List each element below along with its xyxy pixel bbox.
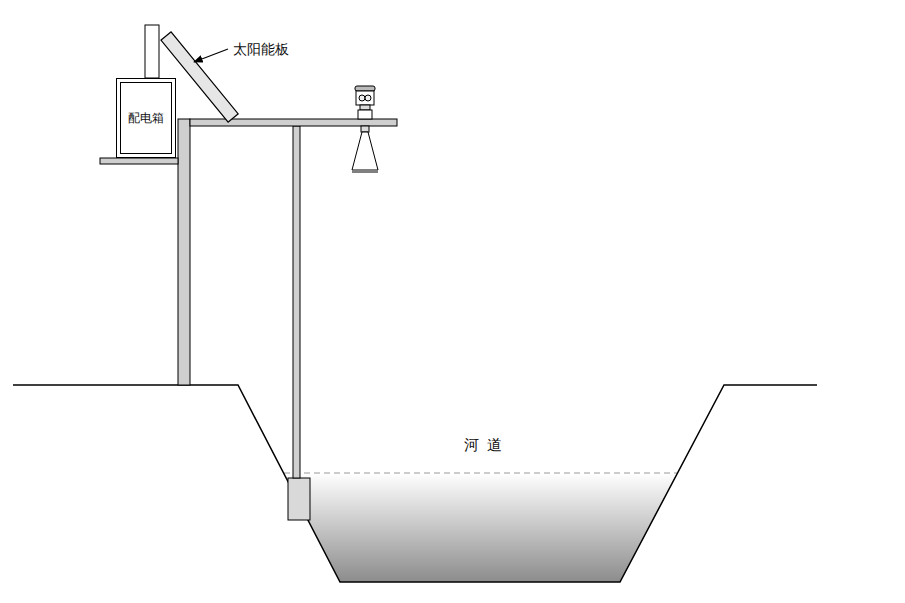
pole-foot	[288, 478, 310, 520]
channel-profile	[13, 385, 817, 582]
solar-mast	[145, 25, 159, 78]
box-shelf	[100, 158, 178, 164]
radar-level-sensor	[352, 86, 378, 172]
river-label: 河道	[464, 436, 510, 455]
solar-panel-label: 太阳能板	[233, 41, 289, 59]
main-pole	[178, 119, 190, 385]
cross-arm	[190, 119, 397, 126]
power-box-frame: 配电箱	[120, 82, 172, 154]
support-pole	[293, 126, 300, 478]
box-label: 配电箱	[128, 110, 164, 127]
river-water	[284, 473, 678, 582]
leader-line	[194, 49, 228, 62]
power-box: 配电箱	[116, 78, 176, 158]
water-level-line	[284, 473, 678, 474]
